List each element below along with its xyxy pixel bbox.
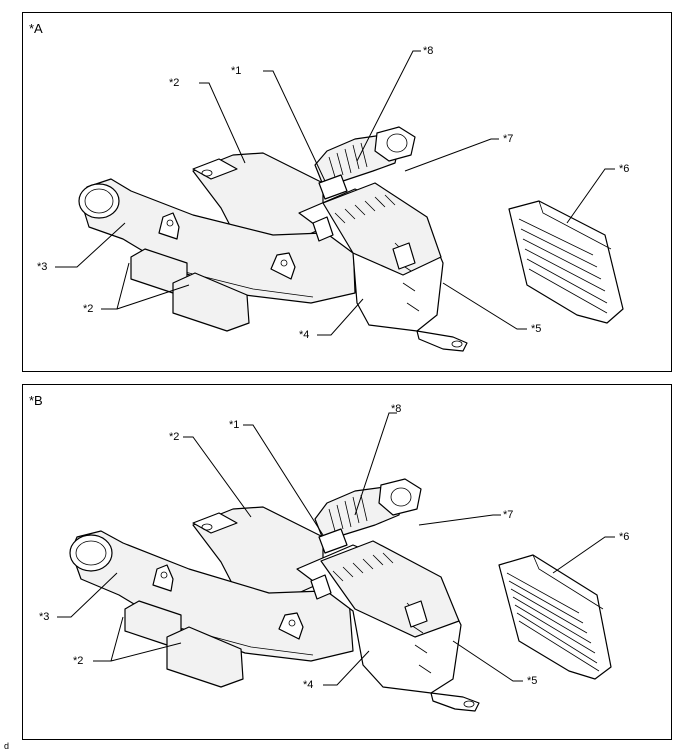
foot-bracket [416,330,468,352]
hose-clamp [374,126,416,162]
case-clamp-right [404,600,428,628]
diagram-panel-a: *A [22,12,672,372]
callout-label: *8 [391,403,402,415]
callout-label: *2 [73,655,84,667]
callout-label: *6 [619,531,630,543]
case-clamp-left [310,574,332,600]
figure-code: d [4,741,10,751]
callout-label: *3 [37,261,48,273]
callout-label: *5 [527,675,538,687]
air-cleaner-illustration [55,50,624,352]
hose-collar [318,174,348,200]
panel-label: *B [29,393,43,408]
lower-duct-right [172,272,250,332]
air-filter-element [508,200,624,324]
callout-label: *7 [503,509,514,521]
diagram-panel-b: *B [22,384,672,740]
callout-label: *6 [619,163,630,175]
hose-clamp [378,478,422,516]
callout-label: *7 [503,133,514,145]
case-clamp-left [312,216,334,242]
callout-label: *2 [169,77,180,89]
case-clamp-right [392,242,416,270]
hose-collar [318,528,348,554]
callout-label: *1 [229,419,240,431]
callout-label: *4 [299,329,310,341]
air-cleaner-illustration [57,412,615,712]
callout-label: *3 [39,611,50,623]
callout-label: *5 [531,323,542,335]
callout-label: *2 [169,431,180,443]
callout-label: *8 [423,45,434,57]
callout-label: *2 [83,303,94,315]
panel-label: *A [29,21,43,36]
callout-label: *4 [303,679,314,691]
air-filter-element [498,554,612,680]
lower-duct-right [166,626,244,688]
foot-bracket [430,692,480,712]
callout-label: *1 [231,65,242,77]
